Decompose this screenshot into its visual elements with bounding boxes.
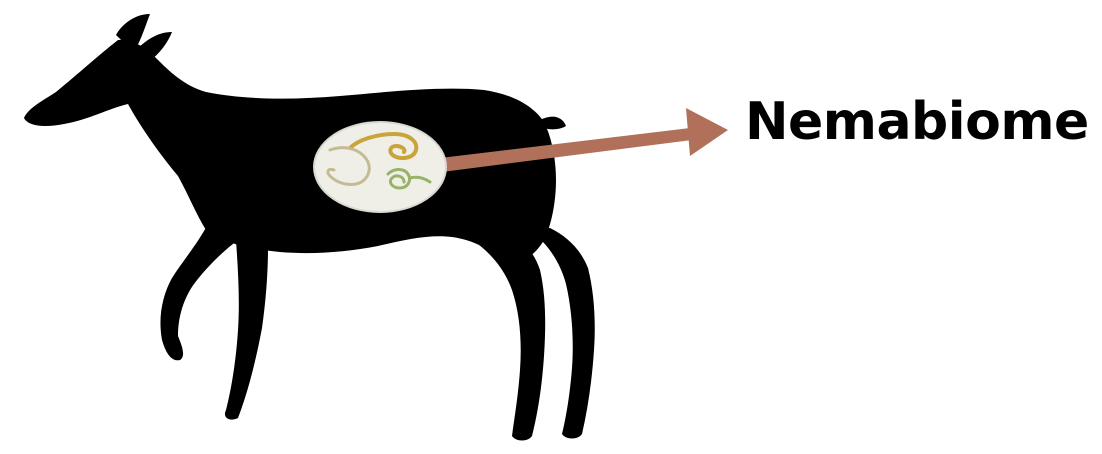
deer-leg-icon [225,240,268,420]
diagram-label: Nemabiome [745,96,1089,148]
deer-tail-icon [540,117,566,130]
deer-leg-icon [160,224,238,360]
deer-silhouette-icon [24,14,595,441]
deer-leg-icon [470,236,545,441]
arrow-head-icon [686,108,728,156]
nematode-inset [314,122,446,212]
deer-body-icon [24,40,556,266]
